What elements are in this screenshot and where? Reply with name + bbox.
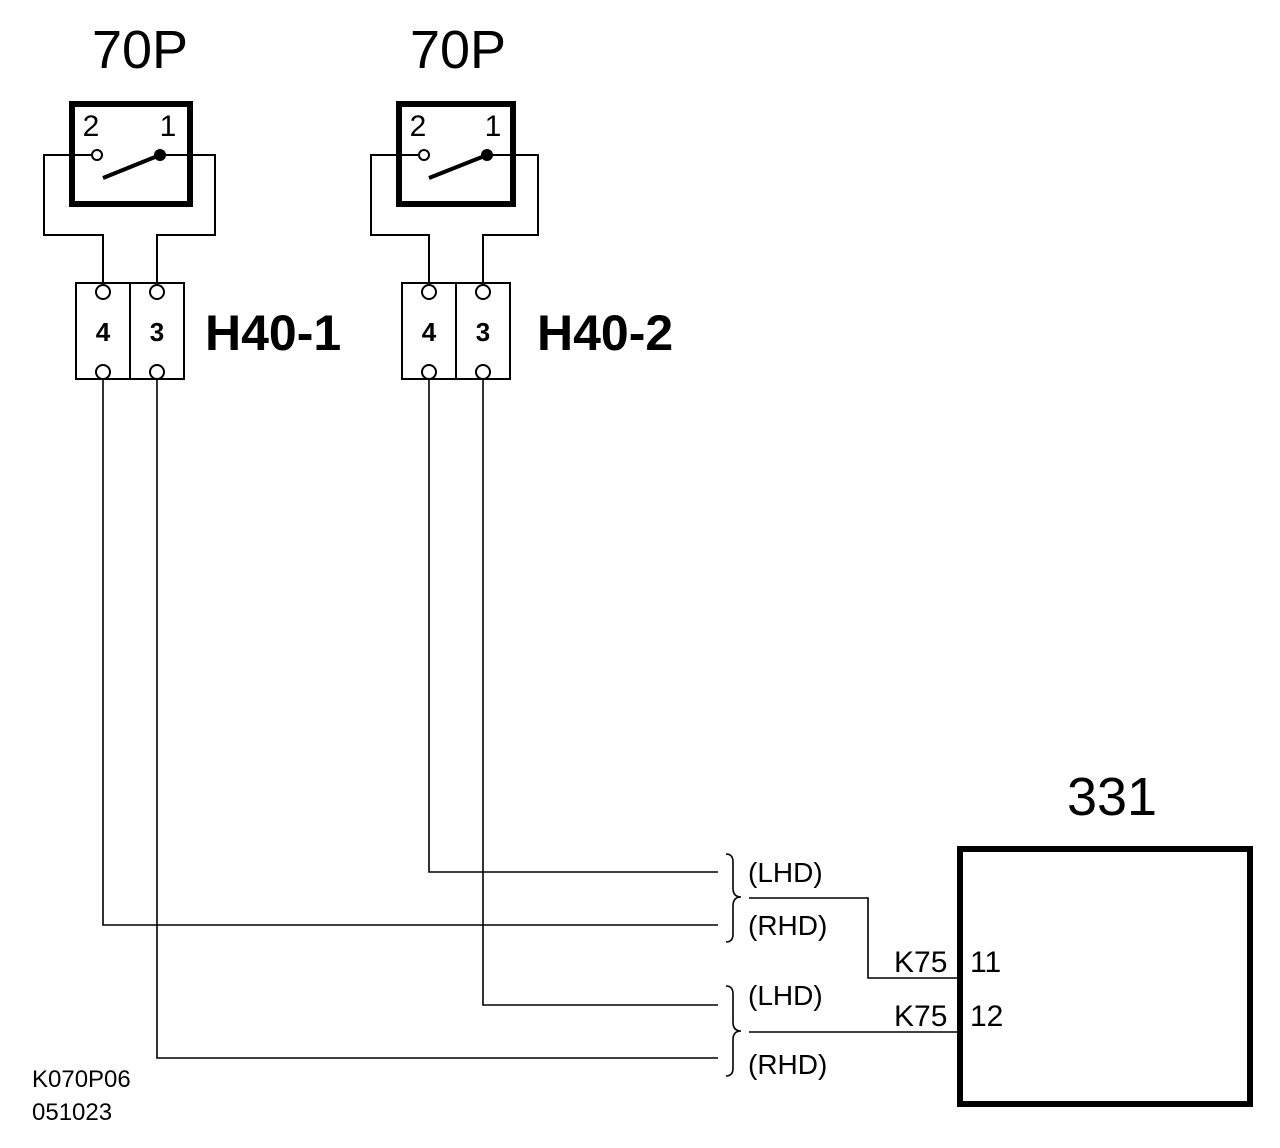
unit-label: 331 [1067,767,1157,827]
drawing-date: 051023 [32,1099,112,1126]
wire-h40-1-pin3 [156,379,718,1059]
switch-2-contact-open [418,149,430,161]
connector-h40-1-terminal [95,364,111,380]
connector-h40-1-label: H40-1 [205,305,341,361]
connector-h40-2-pin-4: 4 [422,317,437,347]
unit-331: 331 K75 11 K75 12 [894,767,1253,1107]
wire-h40-2-pin4 [428,379,718,873]
connector-h40-1: 4 3 H40-1 [75,282,341,380]
switch-1-wire-right [156,154,216,285]
connector-h40-1-terminal [149,364,165,380]
connector-h40-2-label: H40-2 [537,305,673,361]
switch-1-pin-right: 1 [160,110,177,143]
switch-2: 70P 2 1 [370,20,539,285]
switch-1-contact-open [91,149,103,161]
unit-connector-k75: K75 [894,946,947,979]
wire-h40-1-pin4 [102,379,718,926]
switch-1-label: 70P [92,20,188,80]
switch-1-wire-left [43,154,104,285]
unit-pin-11: 11 [970,946,1001,979]
switch-2-pin-right: 1 [485,110,502,143]
variant-label-lhd: (LHD) [748,857,823,888]
switch-2-pin-left: 2 [410,110,427,143]
variant-label-lhd: (LHD) [748,980,823,1011]
switch-1-pin-left: 2 [83,110,100,143]
switch-2-wire-left [370,154,430,285]
connector-h40-2-terminal [475,284,491,300]
connector-h40-2-terminal [421,284,437,300]
switch-1: 70P 2 1 [43,20,216,285]
connector-h40-2-terminal [421,364,437,380]
switch-2-wire-right [482,154,539,285]
connector-h40-1-terminal [95,284,111,300]
variant-braces [725,853,960,1077]
variant-label-rhd: (RHD) [748,1049,827,1080]
connector-h40-2: 4 3 H40-2 [401,282,673,380]
wire-to-k75-11 [749,897,960,979]
harness-wires [102,379,718,1059]
connector-h40-1-terminal [149,284,165,300]
drawing-code: K070P06 [32,1066,131,1093]
connector-h40-1-pin-4: 4 [96,317,111,347]
switch-1-lever [102,153,161,180]
unit-box [957,846,1253,1107]
brace-upper [725,853,742,943]
unit-pin-12: 12 [970,1000,1003,1033]
switch-2-label: 70P [410,20,506,80]
connector-h40-1-pin-3: 3 [150,317,164,347]
switch-2-lever [428,153,488,180]
connector-h40-2-terminal [475,364,491,380]
wire-h40-2-pin3 [482,379,718,1006]
connector-h40-2-pin-3: 3 [476,317,490,347]
variant-label-rhd: (RHD) [748,910,827,941]
brace-lower [725,985,742,1077]
unit-connector-k75: K75 [894,1000,947,1033]
